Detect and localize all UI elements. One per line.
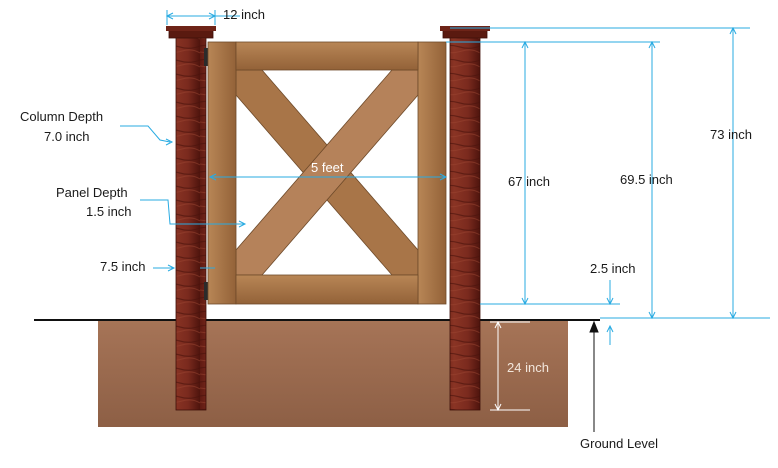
label-panel-top-height: 69.5 inch <box>620 172 673 187</box>
label-panel-depth-title: Panel Depth <box>56 185 128 200</box>
burial-dimension <box>490 320 530 412</box>
top-rail <box>235 41 419 71</box>
dimension-lines <box>120 10 770 345</box>
label-ground-clearance: 2.5 inch <box>590 261 636 276</box>
label-panel-depth-value: 1.5 inch <box>86 204 132 219</box>
label-gate-height: 67 inch <box>508 174 550 189</box>
label-column-depth-title: Column Depth <box>20 109 103 124</box>
label-post-width: 12 inch <box>223 7 265 22</box>
cross-braces <box>236 70 418 275</box>
label-post-height: 73 inch <box>710 127 752 142</box>
bottom-hinge <box>204 282 210 300</box>
label-burial-depth: 24 inch <box>507 360 549 375</box>
right-stile <box>417 41 447 305</box>
label-ground-level: Ground Level <box>580 436 658 451</box>
label-rail-offset: 7.5 inch <box>100 259 146 274</box>
left-stile <box>207 41 237 305</box>
label-gate-width: 5 feet <box>311 160 344 175</box>
top-hinge <box>204 48 210 66</box>
gate-panel <box>207 41 447 305</box>
left-post <box>166 26 216 411</box>
bottom-rail <box>235 274 419 305</box>
ground-level-arrow <box>589 320 599 432</box>
label-column-depth-value: 7.0 inch <box>44 129 90 144</box>
